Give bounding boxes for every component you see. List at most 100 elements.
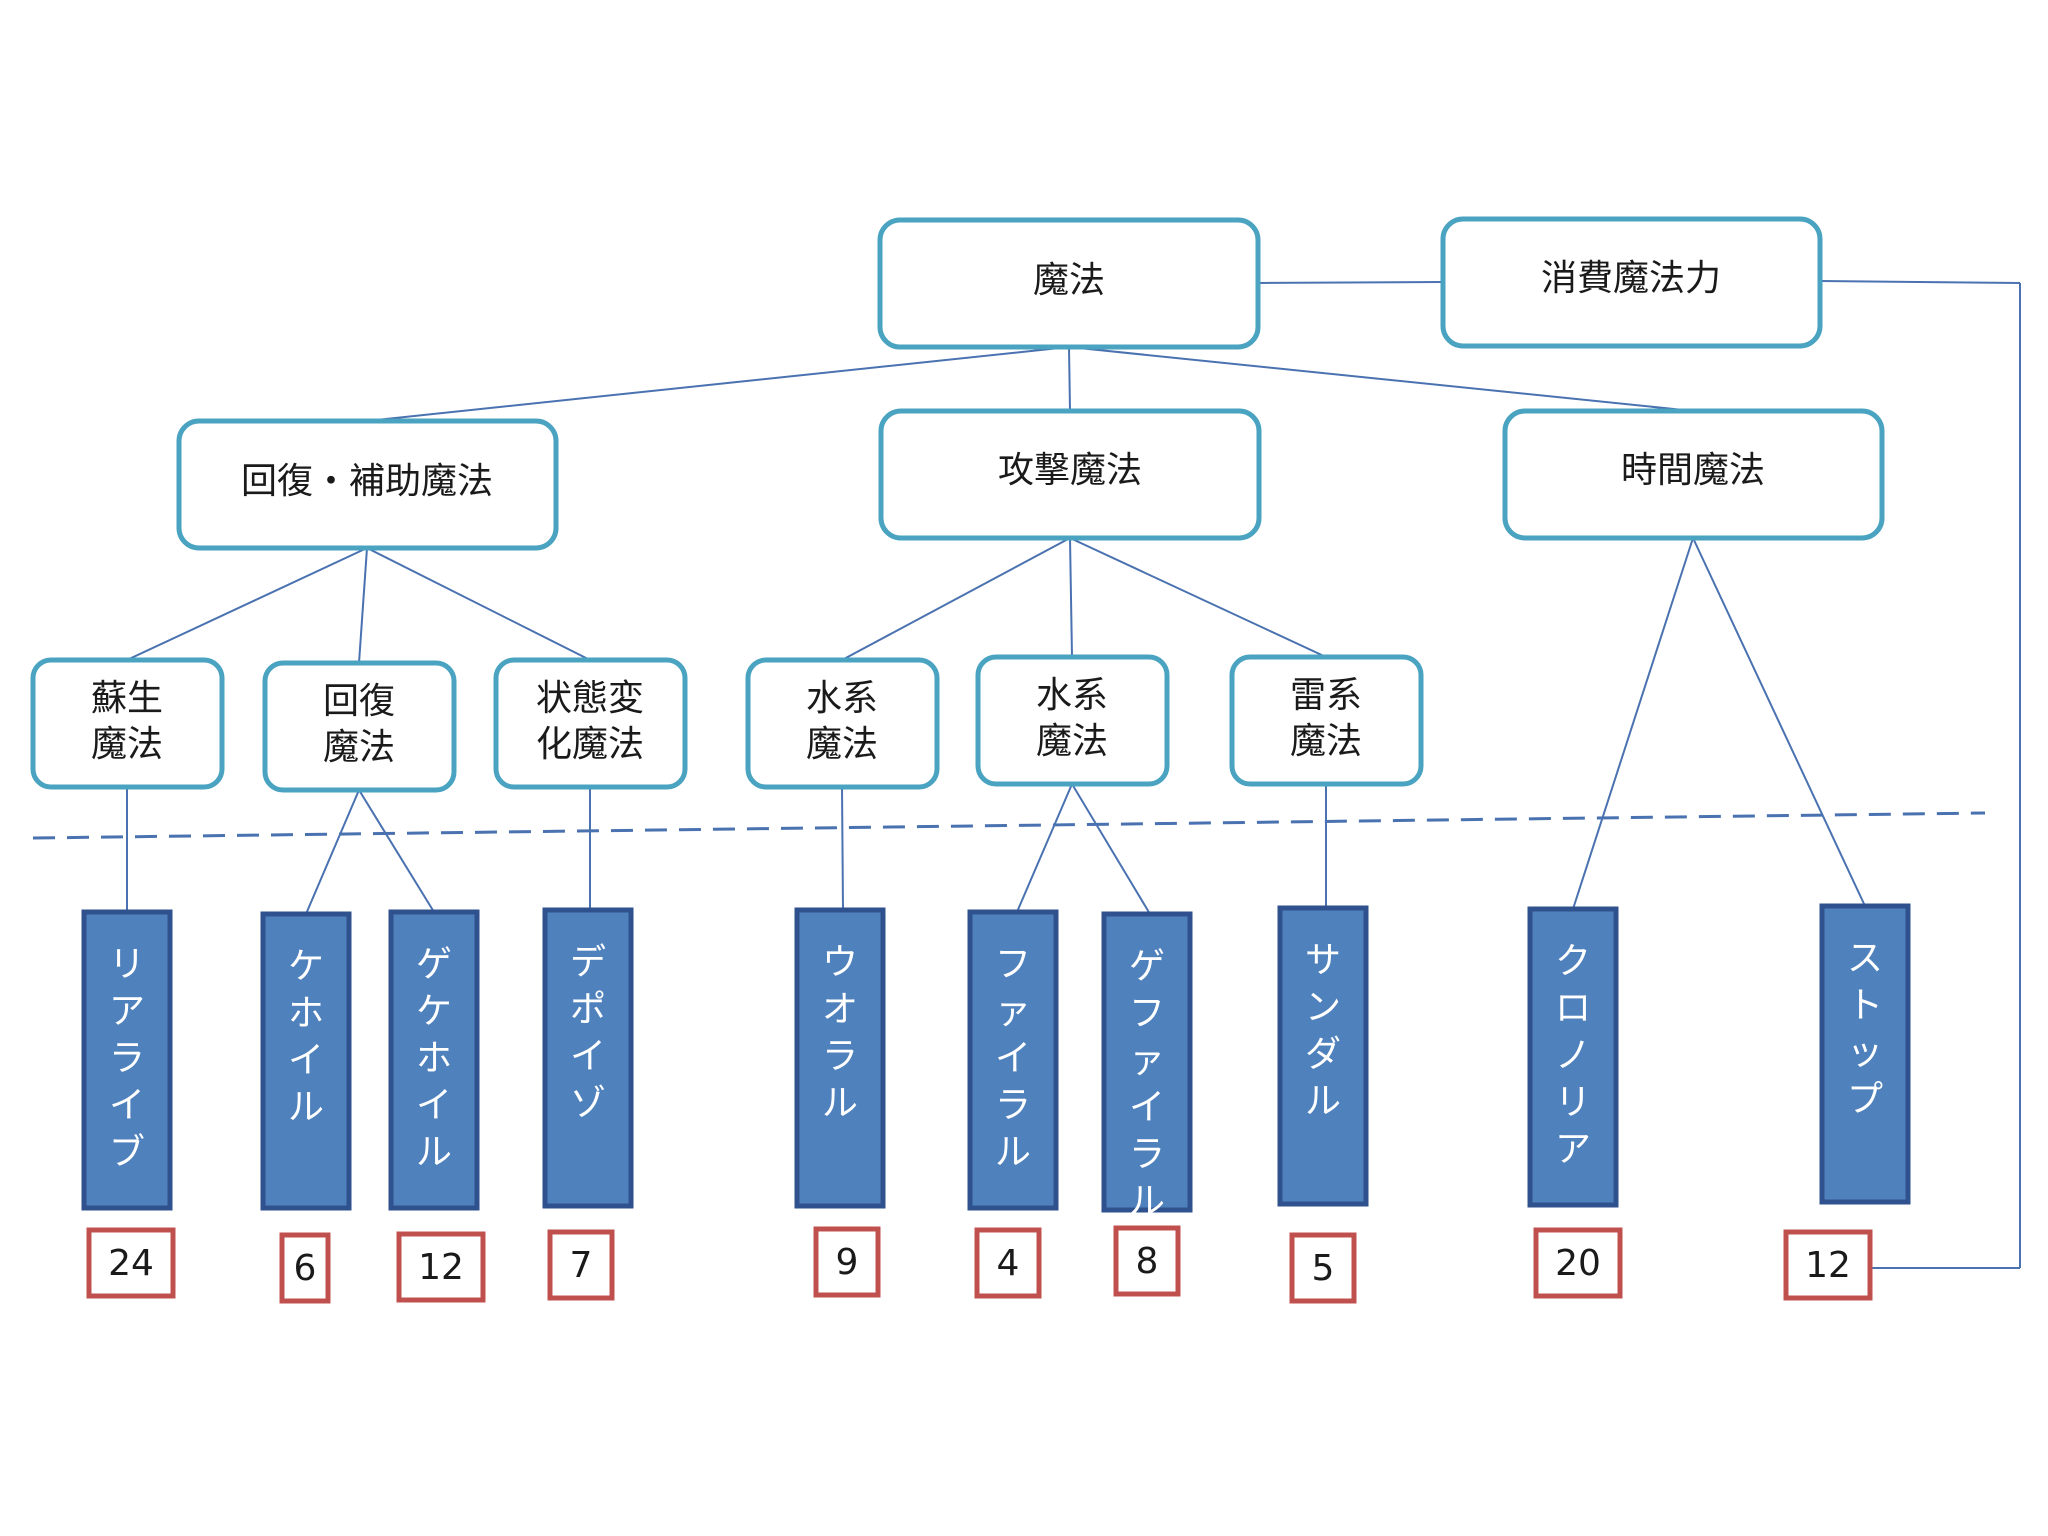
connector-line (1016, 783, 1073, 913)
spell-box-rect (794, 907, 886, 1209)
cost-value: 9 (836, 1242, 859, 1283)
subcategory-label-line2: 魔法 (323, 727, 395, 768)
dashed-separator-line (32, 811, 1986, 840)
cost-box-rect (974, 1227, 1042, 1299)
connector-line (841, 786, 844, 911)
cost-value: 20 (1555, 1243, 1601, 1284)
cost-value: 12 (1805, 1245, 1851, 1286)
connector-line (1692, 537, 1866, 907)
spell-box-rect (388, 909, 480, 1211)
spell-box-rect (967, 909, 1059, 1211)
spell-box: ケホイル (260, 911, 352, 1211)
subcategory-label-line1: 水系 (1036, 675, 1108, 716)
cost-box-rect (396, 1231, 486, 1303)
spell-box: デポイゾ (542, 907, 634, 1209)
spell-box-rect (1101, 911, 1193, 1213)
connector-line (1069, 537, 1073, 658)
cost-header-label: 消費魔法力 (1541, 258, 1721, 299)
spell-box: リアライブ (81, 909, 173, 1211)
subcategory-water1: 水系 魔法 (745, 657, 940, 790)
connector-line (1572, 537, 1694, 910)
cost-value: 24 (108, 1243, 154, 1284)
spell-box-rect (1819, 903, 1911, 1205)
connector-line (1068, 346, 1071, 412)
spell-box: クロノリア (1527, 906, 1619, 1208)
spell-box: ウオラル (794, 907, 886, 1209)
cost-box-rect (547, 1229, 615, 1301)
cost-box-rect (813, 1226, 881, 1298)
cost-boxes: 24 6 12 7 9 4 8 5 20 12 (86, 1225, 1873, 1304)
spell-name: ゲファイラル (1129, 946, 1165, 1222)
connector-line (1071, 783, 1151, 915)
subcategory-label-line2: 魔法 (1036, 721, 1108, 762)
spell-box-rect (1527, 906, 1619, 1208)
spell-name: リアライブ (109, 944, 145, 1173)
cost-value: 6 (294, 1248, 317, 1289)
root-label: 魔法 (1033, 260, 1105, 301)
subcategory-water2: 水系 魔法 (975, 654, 1170, 787)
subcategory-status: 状態変 化魔法 (493, 657, 688, 790)
spell-box-rect (542, 907, 634, 1209)
spell-box-rect (81, 909, 173, 1211)
spell-box: ゲファイラル (1101, 911, 1193, 1222)
connector-line (366, 547, 591, 661)
connector-line (305, 789, 360, 915)
cost-box: 12 (1783, 1229, 1873, 1301)
subcategory-label-line2: 化魔法 (536, 724, 644, 765)
cost-box: 20 (1533, 1227, 1623, 1299)
connector-lines (126, 280, 2021, 1269)
root-node: 魔法 (877, 217, 1261, 350)
cost-value: 12 (418, 1247, 464, 1288)
spell-box: ストップ (1819, 903, 1911, 1205)
category-time: 時間魔法 (1502, 408, 1885, 541)
spell-name: ウオラル (822, 942, 858, 1124)
connector-line (1819, 280, 2021, 284)
spell-box-rect (1277, 905, 1369, 1207)
spell-name: ストップ (1847, 938, 1883, 1120)
cost-box-rect (279, 1232, 331, 1304)
subcategory-thunder: 雷系 魔法 (1229, 654, 1424, 787)
category-label: 攻撃魔法 (998, 450, 1142, 491)
cost-box: 9 (813, 1226, 881, 1298)
cost-value: 5 (1312, 1248, 1335, 1289)
subcategory-label-line2: 魔法 (91, 724, 163, 765)
category-label: 回復・補助魔法 (241, 461, 493, 502)
cost-box-rect (86, 1227, 176, 1299)
spell-box: ゲケホイル (388, 909, 480, 1211)
connector-line (841, 537, 1071, 661)
subcategory-label-line1: 状態変 (536, 678, 644, 719)
cost-value: 8 (1136, 1241, 1159, 1282)
connector-line (1069, 537, 1327, 658)
subcategory-label-line1: 水系 (806, 678, 878, 719)
category-support: 回復・補助魔法 (176, 418, 559, 551)
cost-box: 6 (279, 1232, 331, 1304)
cost-box: 24 (86, 1227, 176, 1299)
spell-name: クロノリア (1555, 941, 1591, 1170)
subcategory-label-line1: 蘇生 (91, 678, 163, 719)
cost-box-rect (1783, 1229, 1873, 1301)
cost-box: 12 (396, 1231, 486, 1303)
connector-line (1257, 281, 1444, 284)
spell-name: ゲケホイル (416, 944, 452, 1173)
cost-box: 7 (547, 1229, 615, 1301)
cost-box-rect (1533, 1227, 1623, 1299)
connector-line (126, 547, 368, 661)
subcategory-label-line1: 雷系 (1290, 675, 1362, 716)
spell-name: ケホイル (288, 946, 324, 1128)
spell-name: ファイラル (995, 944, 1031, 1173)
spell-name: サンダル (1305, 940, 1341, 1122)
subcategory-heal: 回復 魔法 (262, 660, 457, 793)
spell-box: サンダル (1277, 905, 1369, 1207)
cost-box: 4 (974, 1227, 1042, 1299)
connector-line (358, 547, 368, 664)
spell-name: デポイゾ (570, 942, 606, 1124)
connector-line (1068, 346, 1694, 412)
cost-value: 4 (997, 1243, 1020, 1284)
subcategory-label-line2: 魔法 (806, 724, 878, 765)
subcategory-revive: 蘇生 魔法 (30, 657, 225, 790)
category-label: 時間魔法 (1621, 450, 1765, 491)
subcategory-label-line2: 魔法 (1290, 721, 1362, 762)
cost-header-node: 消費魔法力 (1440, 216, 1823, 349)
subcategory-label-line1: 回復 (323, 681, 395, 722)
